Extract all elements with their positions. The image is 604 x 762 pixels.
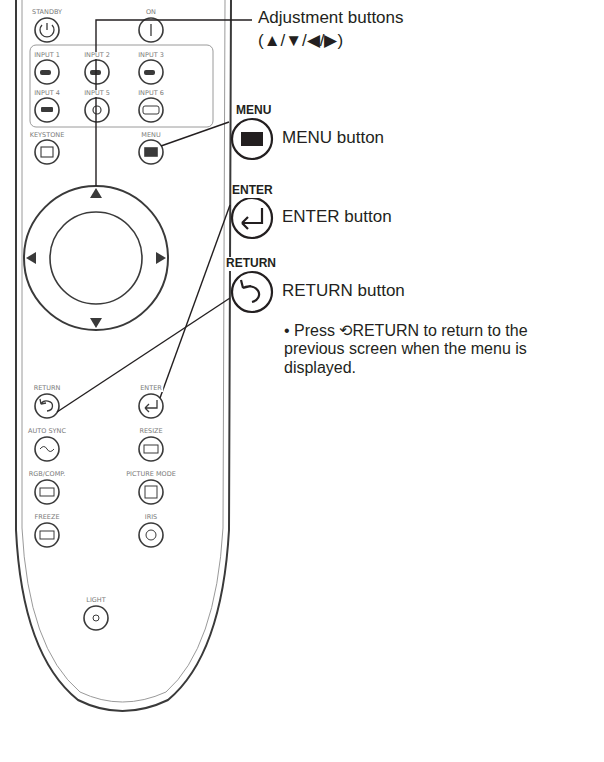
button-label: RGB/COMP.: [28, 471, 66, 478]
button-label: INPUT 5: [83, 90, 111, 97]
button-label: INPUT 1: [33, 52, 61, 59]
menu-icon-mark: [241, 132, 263, 146]
enter-icon-mark: [242, 208, 262, 229]
button-label: ENTER: [139, 385, 163, 392]
callout-label: Adjustment buttons: [258, 8, 404, 28]
callout-label: ENTER: [232, 184, 273, 198]
menu-button: [139, 140, 163, 164]
remote-inner-edge: [22, 0, 225, 702]
button-label: LIGHT: [85, 597, 106, 604]
button-label: AUTO SYNC: [27, 428, 67, 435]
adjustment-pad: [24, 186, 168, 330]
enter-button: [139, 394, 163, 418]
light-button: [84, 606, 108, 630]
enter-icon: [232, 198, 272, 238]
button-label: KEYSTONE: [29, 132, 66, 139]
button-label: RETURN: [33, 385, 62, 392]
on-button: [139, 18, 163, 42]
callout-label: RETURN: [226, 257, 276, 271]
button-label: INPUT 3: [137, 52, 165, 59]
input-panel: [30, 45, 213, 127]
button-label: RESIZE: [138, 428, 163, 435]
callout-label: RETURN button: [282, 281, 405, 301]
callout-label: (▲/▼/◀/▶): [258, 31, 343, 51]
callout-label: MENU: [236, 104, 271, 118]
callout-label: ENTER button: [282, 207, 392, 227]
pad-center: [50, 212, 142, 304]
button-label: INPUT 4: [33, 90, 61, 97]
button-label: MENU: [140, 132, 161, 139]
button-label: INPUT 6: [137, 90, 165, 97]
callout-label: MENU button: [282, 128, 384, 148]
button-label: ON: [145, 9, 157, 16]
note-text: • Press ⟲RETURN to return to the previou…: [284, 322, 584, 377]
menu-icon: [232, 119, 272, 159]
keystone-button: [35, 140, 59, 164]
remote-body: [16, 0, 231, 711]
standby-button: [35, 18, 59, 42]
button-label: INPUT 2: [83, 52, 111, 59]
button-label: STANDBY: [31, 9, 63, 16]
button-label: FREEZE: [33, 514, 60, 521]
button-label: PICTURE MODE: [125, 471, 177, 478]
return-button: [35, 394, 59, 418]
return-icon: [232, 272, 272, 312]
big-icons: [232, 119, 272, 312]
button-label: IRIS: [144, 514, 158, 521]
leader-lines: [57, 20, 252, 412]
return-icon-mark: [241, 280, 259, 302]
